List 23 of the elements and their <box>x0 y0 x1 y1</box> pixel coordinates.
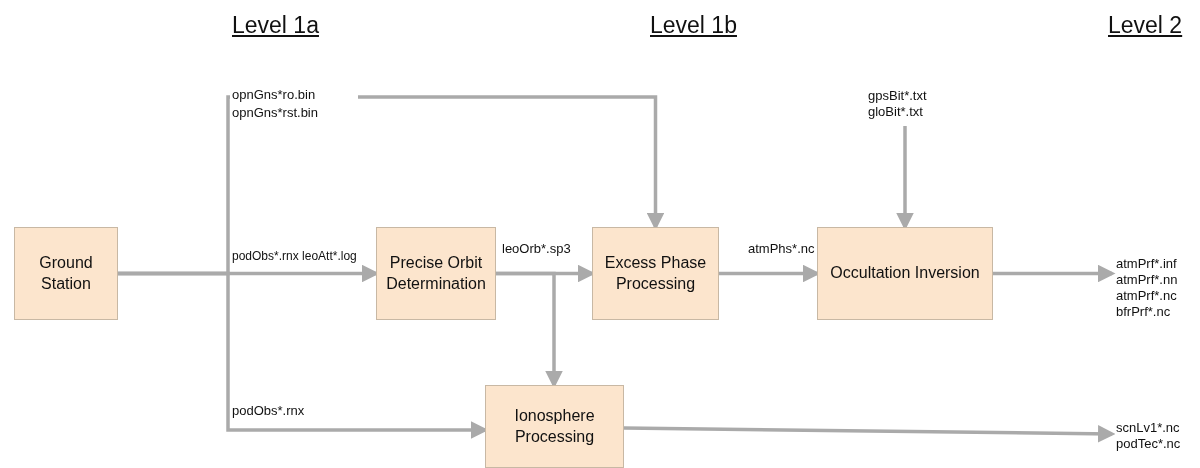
level-heading: Level 1a <box>232 12 319 39</box>
file-name: gpsBit*.txt <box>868 87 927 104</box>
file-name: atmPrf*.nc <box>1116 288 1177 305</box>
arrow <box>623 425 1116 443</box>
file-name: atmPrf*.inf <box>1116 255 1177 272</box>
file-name: bfrPrf*.nc <box>1116 304 1171 321</box>
process-box <box>14 227 118 320</box>
file-name: podTec*.nc <box>1116 436 1181 453</box>
file-name: atmPrf*.nn <box>1116 271 1178 288</box>
process-box <box>592 227 719 320</box>
box-label: Precise Orbit Determination <box>385 252 487 294</box>
arrow <box>993 264 1116 283</box>
box-label: Ionosphere Processing <box>513 405 596 447</box>
file-name: gloBit*.txt <box>868 104 923 121</box>
box-label: Ground Station <box>38 252 94 294</box>
process-box <box>485 385 624 468</box>
process-box <box>376 227 496 320</box>
box-label: Excess Phase Processing <box>603 252 708 294</box>
level-heading: Level 2 <box>1108 12 1183 39</box>
box-label: Occultation Inversion <box>830 263 980 284</box>
file-name: scnLv1*.nc <box>1116 419 1180 436</box>
process-box <box>817 227 993 320</box>
level-heading: Level 1b <box>650 12 737 39</box>
